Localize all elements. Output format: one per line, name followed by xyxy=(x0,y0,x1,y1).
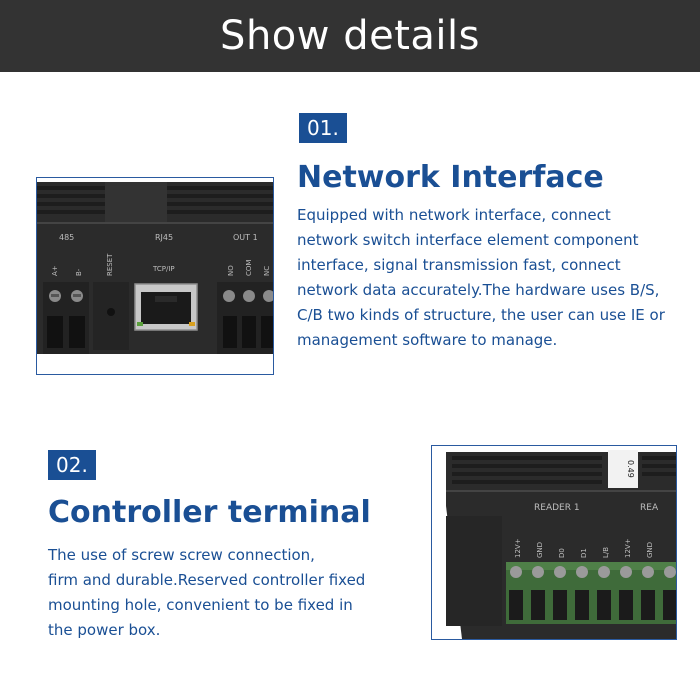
description-line: network data accurately.The hardware use… xyxy=(297,281,660,299)
sticker-label: 0.49 xyxy=(626,460,635,478)
header-banner: Show details xyxy=(0,0,700,72)
controller-device-image: 485 RJ45 OUT 1 TCP/IP RESET A+ B- NO COM… xyxy=(37,178,273,374)
port-label: RESET xyxy=(106,253,114,276)
port-label: READER 1 xyxy=(534,503,580,513)
section-title: Controller terminal xyxy=(48,495,371,530)
section-description: Equipped with network interface, connect… xyxy=(297,203,695,353)
controller-terminal-photo: 0.49 READER 1 REA 12V+ GND D0 D1 L/B 12V… xyxy=(431,445,677,640)
network-interface-photo: 485 RJ45 OUT 1 TCP/IP RESET A+ B- NO COM… xyxy=(36,177,274,375)
port-label: NC xyxy=(263,266,271,276)
port-label: D1 xyxy=(580,548,588,558)
description-line: management software to manage. xyxy=(297,331,558,349)
port-label: GND xyxy=(646,542,654,558)
port-label: 12V+ xyxy=(624,538,632,558)
description-line: C/B two kinds of structure, the user can… xyxy=(297,306,665,324)
terminal-block-image: 0.49 READER 1 REA 12V+ GND D0 D1 L/B 12V… xyxy=(432,446,676,639)
description-line: the power box. xyxy=(48,621,161,639)
port-label: TCP/IP xyxy=(152,265,175,273)
port-label: RJ45 xyxy=(155,233,173,242)
port-label: 485 xyxy=(59,233,74,242)
section-description: The use of screw screw connection, firm … xyxy=(48,543,398,643)
description-line: The use of screw screw connection, xyxy=(48,546,315,564)
section-number-badge: 01. xyxy=(299,113,347,143)
port-label: COM xyxy=(245,260,253,276)
port-label: L/B xyxy=(602,547,610,558)
description-line: firm and durable.Reserved controller fix… xyxy=(48,571,366,589)
description-line: Equipped with network interface, connect xyxy=(297,206,611,224)
port-label: A+ xyxy=(51,265,59,276)
description-line: interface, signal transmission fast, con… xyxy=(297,256,621,274)
port-label: D0 xyxy=(558,548,566,558)
description-line: mounting hole, convenient to be fixed in xyxy=(48,596,353,614)
section-number-badge: 02. xyxy=(48,450,96,480)
section-title: Network Interface xyxy=(297,160,604,195)
port-label: REA xyxy=(640,503,659,513)
port-label: 12V+ xyxy=(514,538,522,558)
port-label: B- xyxy=(75,268,83,276)
port-label: NO xyxy=(227,265,235,276)
port-label: OUT 1 xyxy=(233,233,258,242)
description-line: network switch interface element compone… xyxy=(297,231,639,249)
port-label: GND xyxy=(536,542,544,558)
header-title: Show details xyxy=(220,13,480,59)
